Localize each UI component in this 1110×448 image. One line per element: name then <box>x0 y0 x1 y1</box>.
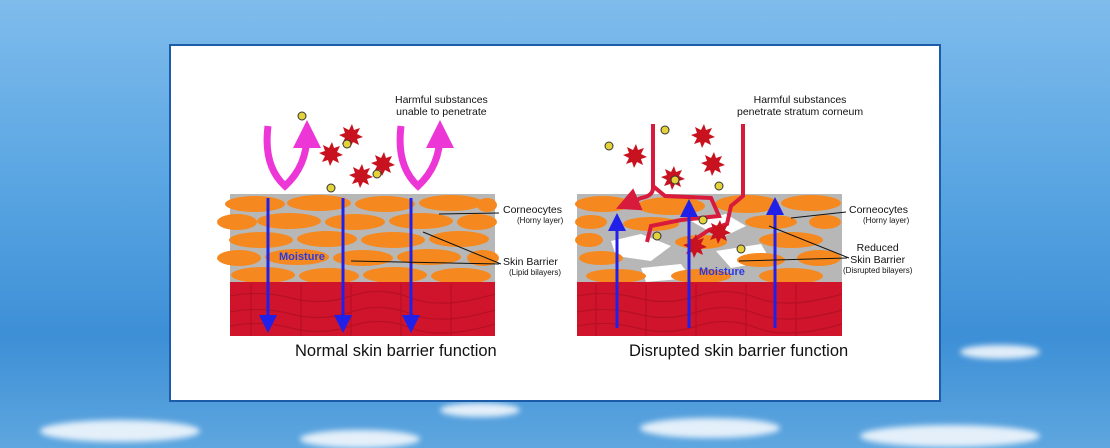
left-caption: Normal skin barrier function <box>295 342 497 360</box>
harmful-particles-right <box>604 124 746 258</box>
left-corneocytes-label: Corneocytes (Horny layer) <box>503 204 564 226</box>
moisture-arrows-right <box>608 197 784 328</box>
leader-lines-right <box>738 211 850 262</box>
right-barrier-label: Reduced Skin Barrier (Disrupted bilayers… <box>843 242 913 276</box>
reflect-arrows-left <box>263 120 454 191</box>
cloud <box>640 418 780 438</box>
cloud <box>960 345 1040 359</box>
cloud <box>300 430 420 448</box>
right-moisture-label: Moisture <box>699 266 745 278</box>
harmful-particles-left <box>297 111 395 193</box>
cloud <box>440 403 520 417</box>
right-top-label: Harmful substances penetrate stratum cor… <box>737 94 864 119</box>
left-barrier-label: Skin Barrier (Lipid bilayers) <box>503 256 562 278</box>
cloud <box>860 425 1040 447</box>
right-skin-section <box>575 194 843 336</box>
skin-barrier-diagram <box>217 111 850 336</box>
left-skin-section <box>217 194 499 336</box>
diagram-card: Harmful substances unable to penetrate C… <box>169 44 941 402</box>
right-caption: Disrupted skin barrier function <box>629 342 849 360</box>
moisture-arrows-left <box>259 198 420 333</box>
leader-lines-left <box>350 212 502 265</box>
left-moisture-label: Moisture <box>279 251 325 263</box>
right-corneocytes-label: Corneocytes (Horny layer) <box>849 204 910 226</box>
cloud <box>40 420 200 442</box>
left-top-label: Harmful substances unable to penetrate <box>395 94 488 119</box>
penetration-pathways <box>615 124 745 244</box>
